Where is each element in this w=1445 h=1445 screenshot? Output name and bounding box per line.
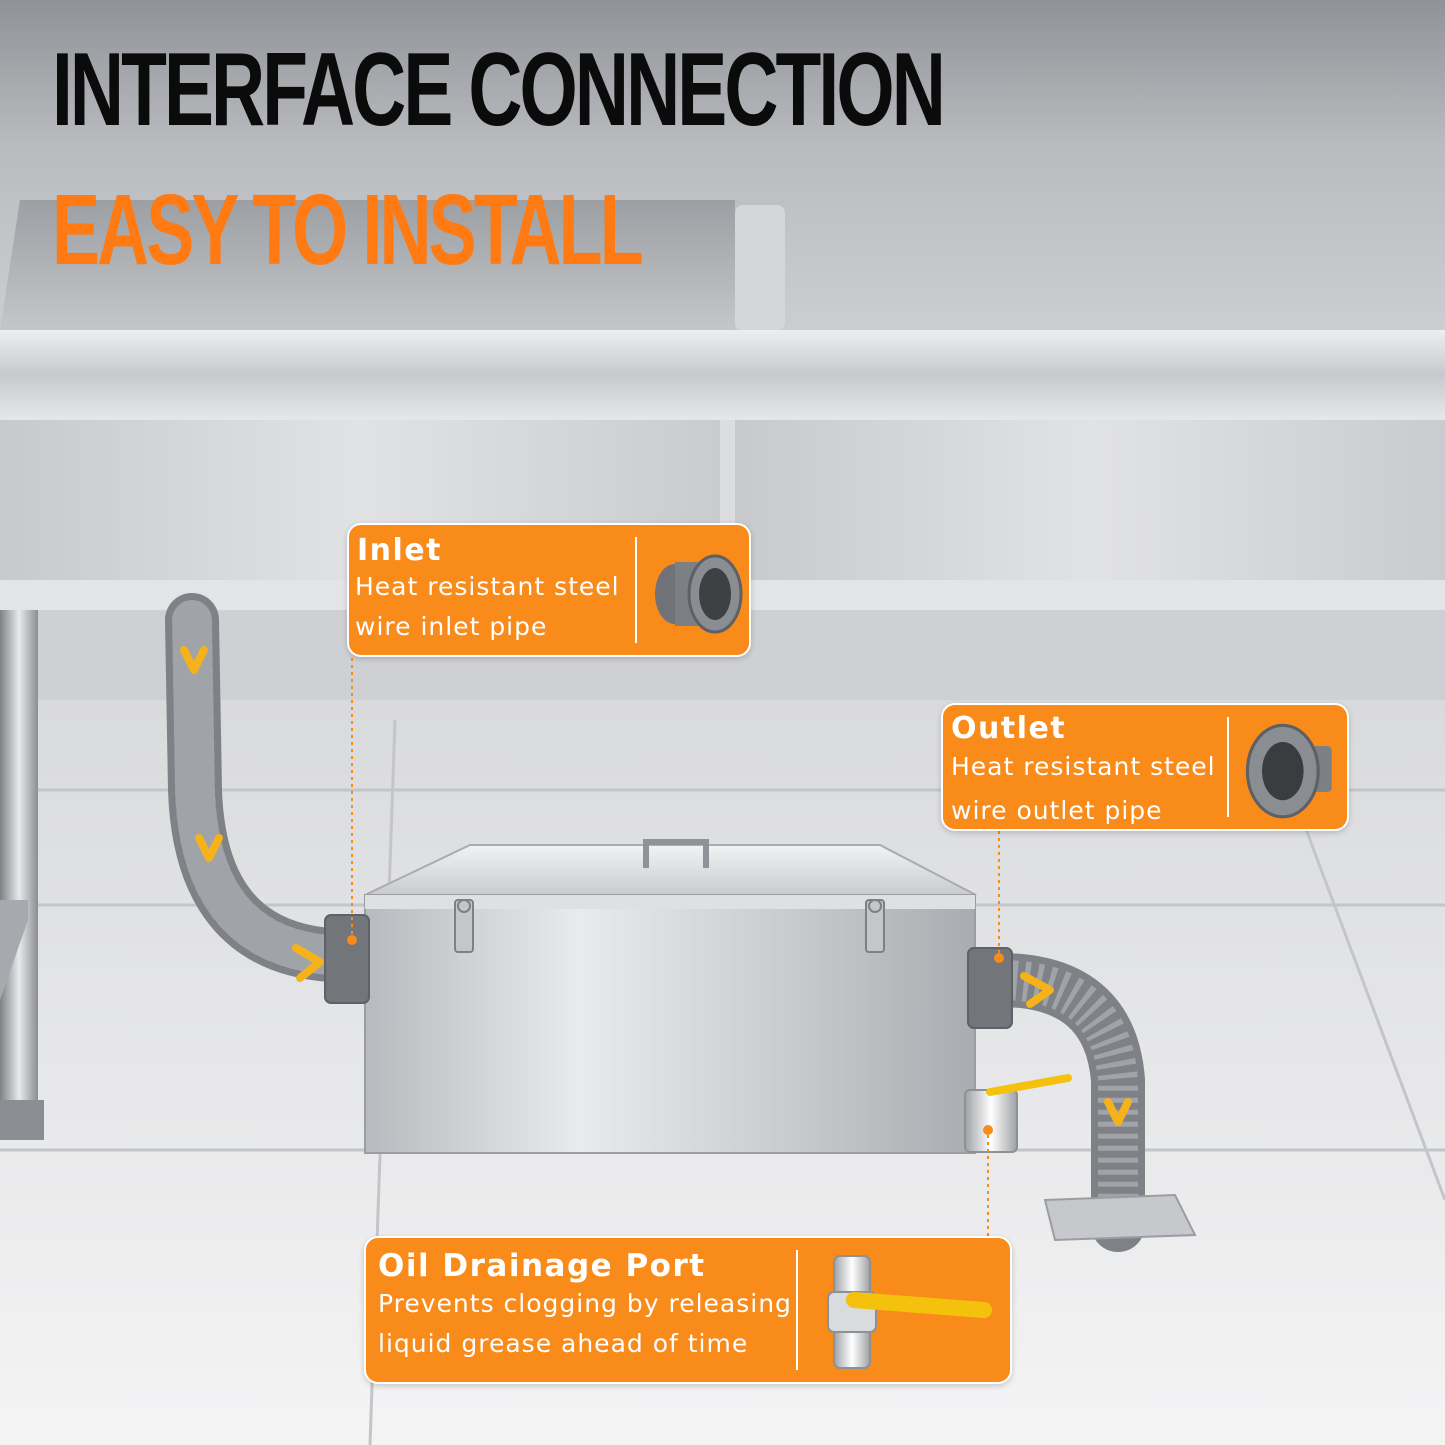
cabinet-right bbox=[735, 420, 1445, 610]
callout-separator bbox=[1227, 717, 1229, 817]
ball-valve-icon bbox=[827, 1255, 992, 1369]
table-leg-left bbox=[0, 610, 38, 1130]
callout-outlet-title: Outlet bbox=[951, 711, 1067, 746]
lid-handle bbox=[643, 839, 709, 868]
flow-arrow-icon bbox=[180, 646, 1132, 1126]
table-brace bbox=[0, 900, 28, 1000]
callout-outlet-desc: Heat resistant steel wire outlet pipe bbox=[951, 745, 1227, 833]
callout-oil-drainage-port: Oil Drainage Port Prevents clogging by r… bbox=[364, 1236, 1012, 1384]
callout-inlet-desc-line1: Heat resistant steel bbox=[355, 572, 620, 601]
callout-inlet: Inlet Heat resistant steel wire inlet pi… bbox=[347, 523, 751, 657]
table-leg-foot bbox=[0, 1100, 44, 1140]
pipe-fitting-icon bbox=[655, 554, 743, 634]
callout-outlet: Outlet Heat resistant steel wire outlet … bbox=[941, 703, 1349, 831]
callout-inlet-desc: Heat resistant steel wire inlet pipe bbox=[355, 567, 630, 647]
headline-title: INTERFACE CONNECTION bbox=[52, 32, 946, 148]
callout-inlet-title: Inlet bbox=[357, 533, 442, 568]
latch-left bbox=[454, 899, 474, 953]
callout-outlet-desc-line2: wire outlet pipe bbox=[951, 796, 1163, 825]
headline-subtitle: EASY TO INSTALL bbox=[52, 174, 644, 286]
sink-divider bbox=[735, 205, 785, 330]
pipe-fitting-icon bbox=[1245, 723, 1332, 819]
callout-separator bbox=[796, 1250, 798, 1370]
callout-drain-desc-line1: Prevents clogging by releasing bbox=[378, 1289, 792, 1318]
inlet-coupling bbox=[324, 914, 370, 1004]
callout-outlet-desc-line1: Heat resistant steel bbox=[951, 752, 1216, 781]
outlet-coupling bbox=[967, 947, 1013, 1029]
callout-separator bbox=[635, 537, 637, 643]
callout-drain-title: Oil Drainage Port bbox=[378, 1248, 706, 1284]
grease-trap-lid bbox=[364, 844, 977, 896]
sink-basin bbox=[0, 200, 735, 330]
callout-drain-desc-line2: liquid grease ahead of time bbox=[378, 1329, 749, 1358]
latch-right bbox=[865, 899, 885, 953]
grease-trap bbox=[364, 839, 977, 1154]
floor-drain bbox=[1043, 1193, 1197, 1242]
counter-edge bbox=[0, 330, 1445, 420]
callout-drain-desc: Prevents clogging by releasing liquid gr… bbox=[378, 1284, 798, 1364]
callout-inlet-desc-line2: wire inlet pipe bbox=[355, 612, 548, 641]
drain-valve bbox=[964, 1074, 1072, 1153]
